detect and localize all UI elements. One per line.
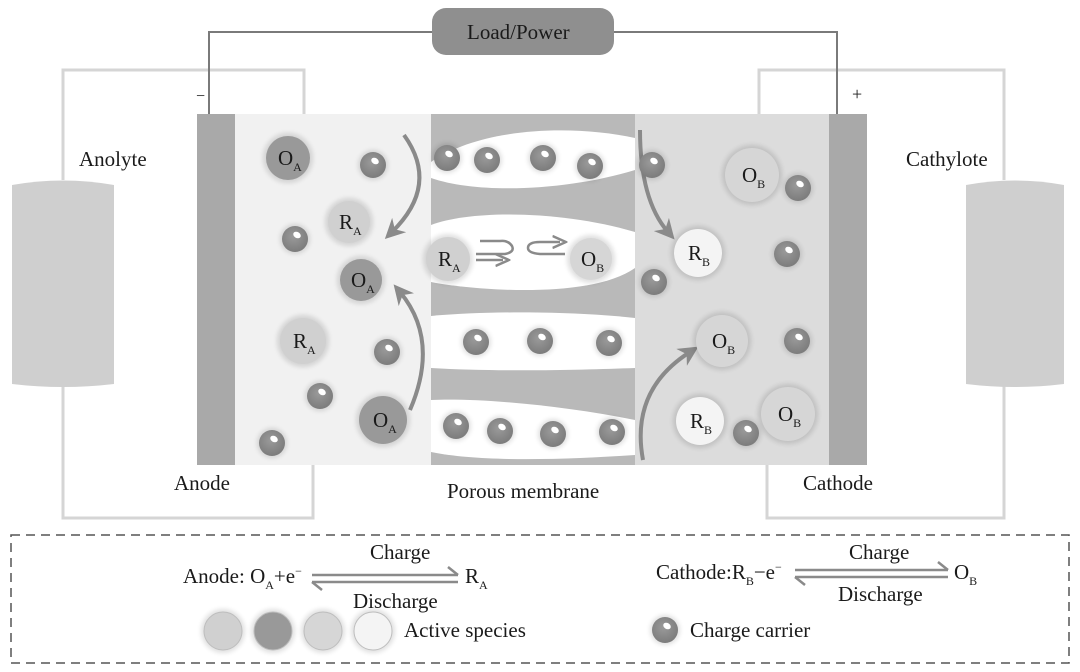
charge-carrier	[597, 417, 627, 447]
species-ra: RA	[325, 198, 373, 246]
charge-carrier-label: Charge carrier	[690, 618, 811, 642]
charge-carrier	[525, 326, 555, 356]
legend-species-swatch	[301, 609, 345, 653]
cathode-eq-sup: −	[775, 560, 782, 574]
positive-terminal: +	[852, 84, 863, 104]
anode-equilibrium-arrow	[311, 566, 459, 591]
anode-product: RA	[465, 564, 488, 593]
anode-eq-prefix: Anode: O	[183, 564, 266, 588]
species-ra: RA	[423, 234, 473, 284]
charge-carrier	[637, 150, 667, 180]
carrier-layer	[257, 143, 813, 458]
charge-carrier	[731, 418, 761, 448]
anolyte-label: Anolyte	[79, 147, 147, 171]
anode-discharge-label: Discharge	[353, 589, 438, 613]
charge-carrier	[280, 224, 310, 254]
species-ob: OB	[722, 145, 782, 205]
charge-carrier	[257, 428, 287, 458]
load-box	[432, 8, 614, 55]
legend-box	[10, 534, 1070, 664]
cathode-electrode	[829, 114, 867, 465]
crossover-arrows	[476, 241, 565, 260]
cathode-equilibrium-arrow	[794, 561, 949, 586]
cathode-eq-mid: −e	[753, 560, 776, 584]
charge-carrier	[305, 381, 335, 411]
reaction-arrows	[384, 129, 699, 461]
cathode-product-sub: B	[969, 574, 978, 588]
catholyte-pipes	[757, 68, 1006, 520]
active-species-label: Active species	[404, 618, 526, 642]
cathode-equation: Cathode:RB−e−	[656, 560, 782, 589]
anode-label: Anode	[174, 471, 230, 495]
cathode-eq-sub: B	[745, 574, 754, 588]
cathode-eq-prefix: Cathode:R	[656, 560, 746, 584]
charge-carrier	[461, 327, 491, 357]
anode-electrode	[197, 114, 235, 465]
charge-carrier	[528, 143, 558, 173]
species-ob: OB	[567, 235, 615, 283]
legend-carrier-swatch	[650, 615, 680, 645]
catholyte-tank	[966, 180, 1064, 387]
charge-carrier	[772, 239, 802, 269]
catholyte-label: Cathylote	[906, 147, 988, 171]
charge-carrier	[372, 337, 402, 367]
anode-eq-sup: −	[295, 564, 302, 578]
anode-charge-label: Charge	[370, 540, 431, 564]
species-ob: OB	[693, 312, 751, 370]
legend-species-swatch	[251, 609, 295, 653]
charge-carrier	[485, 416, 515, 446]
species-ob: OB	[758, 384, 818, 444]
charge-carrier	[358, 150, 388, 180]
anode-product-main: R	[465, 564, 480, 588]
anode-product-sub: A	[479, 578, 488, 592]
charge-carrier	[594, 328, 624, 358]
species-ra: RA	[277, 315, 329, 367]
charge-carrier	[639, 267, 669, 297]
charge-carrier	[538, 419, 568, 449]
legend-species-swatch	[351, 609, 395, 653]
legend-swatches	[201, 609, 680, 653]
charge-carrier	[783, 173, 813, 203]
cathode-discharge-label: Discharge	[838, 582, 923, 606]
anolyte-tank	[12, 180, 114, 387]
charge-carrier	[472, 145, 502, 175]
species-rb: RB	[673, 394, 727, 448]
negative-terminal: −	[196, 88, 206, 105]
anolyte-pipes	[61, 68, 315, 520]
species-oa: OA	[263, 133, 313, 183]
cathode-product: OB	[954, 560, 977, 589]
circuit-wire	[208, 31, 838, 114]
species-oa: OA	[337, 256, 385, 304]
charge-carrier	[575, 151, 605, 181]
charge-carrier	[441, 411, 471, 441]
charge-carrier	[432, 143, 462, 173]
membrane-label: Porous membrane	[447, 479, 600, 503]
anode-equation: Anode: OA+e−	[183, 564, 302, 593]
charge-carrier	[782, 326, 812, 356]
cathode-charge-label: Charge	[849, 540, 910, 564]
species-oa: OA	[356, 393, 410, 447]
cathode-product-main: O	[954, 560, 970, 584]
species-rb: RB	[671, 226, 725, 280]
cathode-label: Cathode	[803, 471, 873, 495]
anode-eq-sub: A	[265, 578, 274, 592]
anode-eq-mid: +e	[273, 564, 296, 588]
load-label: Load/Power	[467, 20, 570, 44]
legend-species-swatch	[201, 609, 245, 653]
